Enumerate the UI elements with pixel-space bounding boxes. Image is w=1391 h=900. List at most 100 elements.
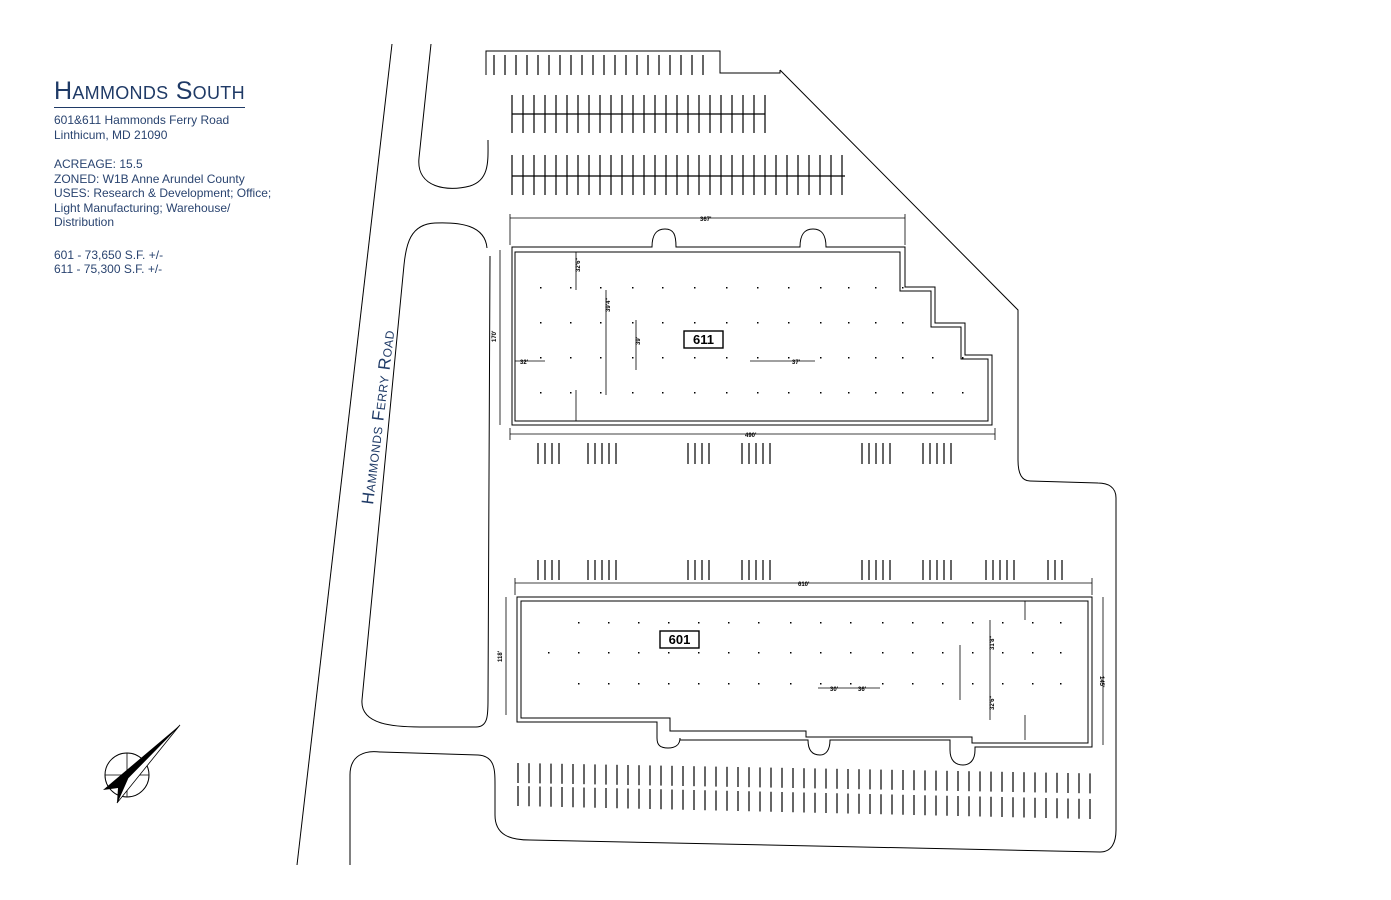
column-dot [962, 392, 964, 394]
column-dot [942, 622, 944, 624]
column-dot [570, 287, 572, 289]
column-dot [788, 392, 790, 394]
column-dot [600, 322, 602, 324]
building-611-inner [514, 251, 989, 422]
column-dot [972, 652, 974, 654]
column-dot [570, 322, 572, 324]
column-dot [788, 322, 790, 324]
column-dot [632, 357, 634, 359]
site-boundary-north [485, 50, 781, 75]
column-dot [850, 683, 852, 685]
column-dot [662, 322, 664, 324]
dim-611-bay-c: 39' [636, 336, 642, 345]
zoned-text: ZONED: W1B Anne Arundel County [54, 171, 245, 186]
north-arrow-icon [103, 724, 181, 804]
dim-601-right: 145' [1098, 676, 1104, 688]
column-dot [668, 683, 670, 685]
column-dot [757, 392, 759, 394]
road-name-label: Hammonds Ferry Road [358, 329, 398, 506]
column-dot [875, 287, 877, 289]
dim-601-bay-d: 32'6" [990, 696, 996, 710]
dim-611-top: 367' [700, 217, 712, 223]
building-611-label: 611 [693, 332, 714, 347]
column-dot [820, 392, 822, 394]
column-dot [758, 652, 760, 654]
column-dot [632, 287, 634, 289]
column-dot [912, 652, 914, 654]
column-dot [698, 622, 700, 624]
column-dot [578, 683, 580, 685]
site-boundary-east [349, 69, 1117, 865]
dim-611-bay-d: 32' [520, 360, 529, 366]
address-line-2: Linthicum, MD 21090 [54, 127, 168, 142]
column-dot [820, 622, 822, 624]
column-dot [882, 652, 884, 654]
column-dot [790, 652, 792, 654]
uses-line-2: Light Manufacturing; Warehouse/ [54, 200, 231, 215]
building-601-outer [516, 596, 1093, 766]
column-dot [698, 683, 700, 685]
column-dot [875, 392, 877, 394]
column-dot [600, 392, 602, 394]
dimension-lines [499, 214, 1104, 745]
dim-611-bay-b: 39'4" [606, 298, 612, 312]
column-dot [1060, 683, 1062, 685]
column-dot [548, 652, 550, 654]
address-line-1: 601&611 Hammonds Ferry Road [54, 113, 230, 127]
column-dot [875, 322, 877, 324]
site-title: Hammonds South [54, 76, 245, 108]
column-dot [820, 322, 822, 324]
column-dot [932, 392, 934, 394]
column-dot [902, 287, 904, 289]
column-dot [758, 622, 760, 624]
column-dot [850, 652, 852, 654]
column-dot [882, 683, 884, 685]
site-info-panel: Hammonds South 601&611 Hammonds Ferry Ro… [54, 76, 344, 277]
column-dot [726, 322, 728, 324]
road-curb-north [418, 43, 489, 189]
dim-601-bay-b: 36' [858, 687, 867, 693]
column-dot [726, 357, 728, 359]
column-dot [578, 652, 580, 654]
road-median-island [361, 222, 491, 728]
dim-611-bay-a: 32'6" [576, 258, 582, 272]
column-dot [757, 322, 759, 324]
column-dot [790, 622, 792, 624]
column-dot [632, 392, 634, 394]
column-dot [694, 322, 696, 324]
column-dot [912, 622, 914, 624]
uses-line-1: USES: Research & Development; Office; [54, 186, 272, 200]
column-dot [608, 683, 610, 685]
building-601-label: 601 [669, 632, 691, 647]
column-dot [942, 683, 944, 685]
column-dot [848, 392, 850, 394]
column-grid [540, 287, 1062, 685]
column-dot [662, 287, 664, 289]
column-dot [820, 683, 822, 685]
dimension-labels: 367' 490' 170' 32'6" 39'4" 39' 32' 37' 6… [492, 217, 1104, 710]
dim-601-left: 118' [498, 650, 504, 662]
column-dot [1002, 622, 1004, 624]
parking-stalls [493, 55, 1091, 819]
column-dot [882, 622, 884, 624]
column-dot [790, 683, 792, 685]
dim-601-top: 610' [798, 582, 810, 588]
dim-601-bay-a: 30' [830, 687, 839, 693]
site-address: 601&611 Hammonds Ferry Road Linthicum, M… [54, 113, 344, 142]
column-dot [694, 287, 696, 289]
building-611-label-box [683, 330, 724, 349]
column-dot [902, 322, 904, 324]
column-dot [668, 622, 670, 624]
column-dot [758, 683, 760, 685]
dim-611-bay-e: 37' [792, 360, 801, 366]
area-601: 601 - 73,650 S.F. +/- [54, 247, 164, 262]
building-601-inner [520, 600, 1089, 744]
column-dot [540, 287, 542, 289]
column-dot [875, 357, 877, 359]
column-dot [848, 322, 850, 324]
building-611-outer [511, 228, 993, 426]
column-dot [848, 357, 850, 359]
column-dot [820, 357, 822, 359]
column-dot [570, 392, 572, 394]
uses-line-3: Distribution [54, 215, 115, 229]
